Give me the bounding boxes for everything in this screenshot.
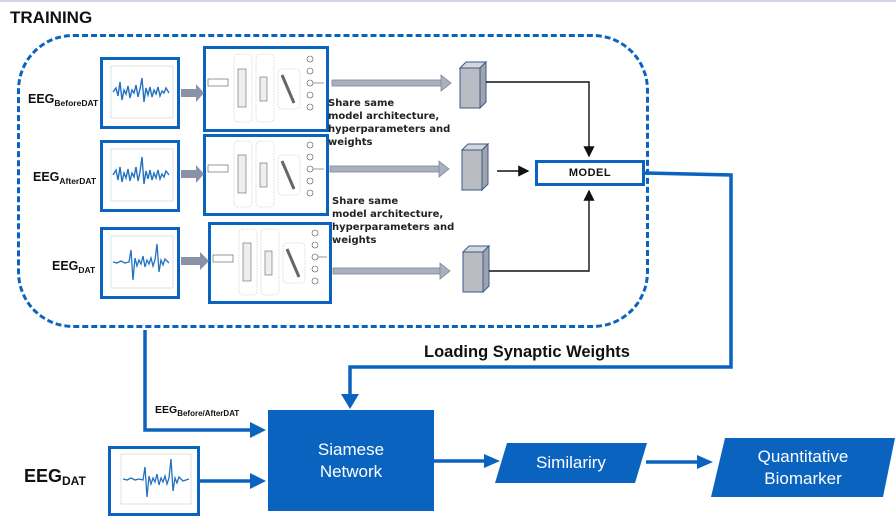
eeg-before-dat-label: EEGBeforeDAT bbox=[28, 92, 99, 108]
eeg-waveform-icon bbox=[110, 235, 174, 289]
embedding-cube-3 bbox=[461, 244, 491, 294]
model-box: MODEL bbox=[535, 160, 645, 186]
embedding-cube-2 bbox=[460, 142, 490, 192]
cnn-architecture-icon bbox=[212, 228, 327, 296]
cnn-branch-2 bbox=[203, 134, 329, 216]
eeg-waveform-icon bbox=[120, 453, 192, 505]
eeg-before-after-dat-label: EEGBefore/AfterDAT bbox=[155, 404, 240, 418]
eeg-dat-plot bbox=[100, 227, 180, 299]
embedding-cube-1 bbox=[458, 60, 488, 110]
training-title: TRAINING bbox=[10, 8, 93, 27]
eeg-after-dat-plot bbox=[100, 140, 180, 212]
top-border bbox=[0, 0, 896, 2]
feed-arrowhead bbox=[250, 422, 266, 438]
eeg-after-dat-label: EEGAfterDAT bbox=[33, 170, 97, 186]
similarity-box: Similariry bbox=[495, 443, 647, 483]
eeg-waveform-icon bbox=[110, 148, 174, 202]
eeg-dat-test-label: EEGDAT bbox=[24, 466, 86, 488]
siamese-network-box: Siamese Network bbox=[268, 410, 434, 511]
quantitative-biomarker-box: Quantitative Biomarker bbox=[711, 438, 895, 497]
share-note-2: Share same model architecture, hyperpara… bbox=[332, 196, 455, 246]
eeg-dat-test-plot bbox=[108, 446, 200, 516]
test-input-arrowhead bbox=[250, 473, 266, 489]
loading-weights-label: Loading Synaptic Weights bbox=[424, 343, 630, 361]
eeg-waveform-icon bbox=[110, 65, 174, 119]
cnn-branch-1 bbox=[203, 46, 329, 132]
loading-weights-arrowhead bbox=[341, 394, 359, 409]
cnn-architecture-icon bbox=[207, 53, 324, 123]
cnn-branch-3 bbox=[208, 222, 332, 304]
eeg-dat-label: EEGDAT bbox=[52, 259, 96, 275]
eeg-before-dat-plot bbox=[100, 57, 180, 129]
share-note-1: Share same model architecture, hyperpara… bbox=[328, 98, 451, 148]
cnn-architecture-icon bbox=[207, 140, 324, 208]
